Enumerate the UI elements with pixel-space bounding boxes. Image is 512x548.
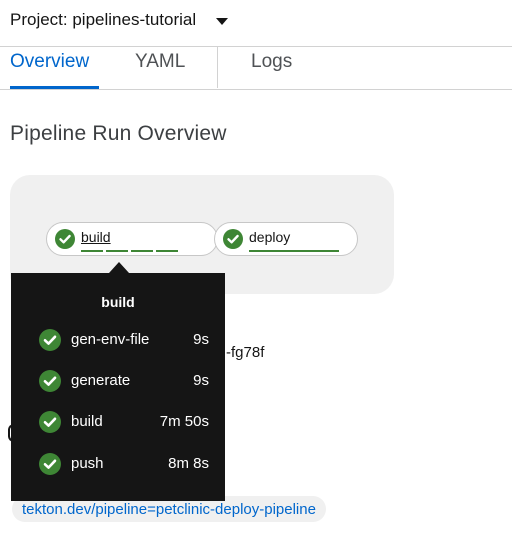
page-title: Pipeline Run Overview — [10, 122, 227, 145]
label-chip-text[interactable]: tekton.dev/pipeline=petclinic-deploy-pip… — [22, 500, 316, 518]
tab-divider — [217, 47, 218, 88]
tooltip-arrow — [109, 262, 129, 273]
tooltip-title: build — [101, 294, 135, 310]
active-tab-indicator — [10, 86, 99, 89]
pipeline-node-label[interactable]: deploy — [249, 229, 291, 245]
step-progress-bar — [106, 250, 128, 252]
step-name: gen-env-file — [71, 331, 150, 348]
tab-bar: Overview YAML Logs — [0, 46, 512, 90]
success-check-icon — [223, 229, 243, 249]
step-duration: 9s — [193, 331, 209, 348]
step-progress-bar — [131, 250, 153, 252]
step-name: build — [71, 413, 103, 430]
step-duration: 8m 8s — [168, 455, 209, 472]
step-name: generate — [71, 372, 131, 389]
caret-down-icon — [216, 18, 229, 25]
pipeline-node-label[interactable]: build — [81, 229, 111, 245]
tooltip-step-row: generate 9s — [39, 370, 209, 392]
step-progress-bar — [81, 250, 103, 252]
tab-logs[interactable]: Logs — [251, 51, 293, 72]
tooltip-step-row: push 8m 8s — [39, 453, 209, 475]
success-check-icon — [39, 370, 61, 392]
step-duration: 9s — [193, 372, 209, 389]
success-check-icon — [39, 329, 61, 351]
tooltip-step-row: build 7m 50s — [39, 411, 209, 433]
step-duration: 7m 50s — [159, 413, 209, 430]
step-progress-bar — [156, 250, 178, 252]
success-check-icon — [55, 229, 75, 249]
success-check-icon — [39, 453, 61, 475]
tab-yaml[interactable]: YAML — [135, 51, 186, 72]
step-progress-bar — [249, 250, 339, 252]
project-label: Project: pipelines-tutorial — [10, 10, 197, 29]
step-name: push — [71, 455, 104, 472]
success-check-icon — [39, 411, 61, 433]
pipeline-run-name-partial: -fg78f — [226, 344, 265, 361]
task-tooltip: build gen-env-file 9s generate 9s build … — [11, 273, 225, 501]
project-selector[interactable]: Project: pipelines-tutorial — [10, 6, 229, 34]
pipeline-node-deploy[interactable]: deploy — [214, 222, 358, 256]
partial-glyph — [8, 424, 14, 442]
tab-overview[interactable]: Overview — [10, 51, 90, 72]
pipeline-node-build[interactable]: build — [46, 222, 218, 256]
tooltip-step-row: gen-env-file 9s — [39, 329, 209, 351]
